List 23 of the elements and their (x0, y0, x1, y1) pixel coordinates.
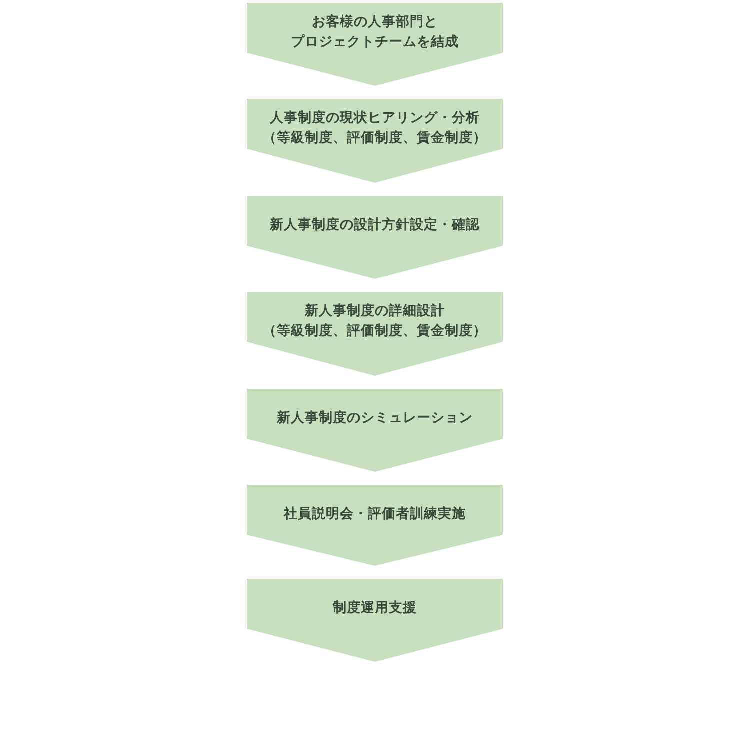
step-detail: （等級制度、評価制度、賃金制度） (263, 322, 487, 341)
down-arrow (247, 535, 503, 566)
step-detail: （等級制度、評価制度、賃金制度） (263, 129, 487, 148)
step-label: 新人事制度の詳細設計 (305, 302, 445, 321)
down-arrow (247, 149, 503, 183)
step-box (247, 196, 503, 246)
down-arrow (247, 246, 503, 279)
step-box (247, 579, 503, 629)
step-label: 新人事制度の設計方針設定・確認 (270, 216, 480, 235)
down-arrow (247, 342, 503, 376)
step-label: 社員説明会・評価者訓練実施 (284, 505, 466, 524)
down-arrow (247, 439, 503, 472)
step-label: 制度運用支援 (333, 599, 417, 618)
step-box (247, 485, 503, 535)
step-box (247, 292, 503, 342)
step-label: 人事制度の現状ヒアリング・分析 (270, 109, 480, 128)
step-box (247, 3, 503, 53)
step-label: お客様の人事部門とプロジェクトチームを結成 (290, 13, 460, 52)
step-box (247, 389, 503, 439)
step-label: 新人事制度のシミュレーション (277, 409, 473, 428)
down-arrow (247, 629, 503, 662)
step-box (247, 99, 503, 149)
down-arrow (247, 53, 503, 86)
